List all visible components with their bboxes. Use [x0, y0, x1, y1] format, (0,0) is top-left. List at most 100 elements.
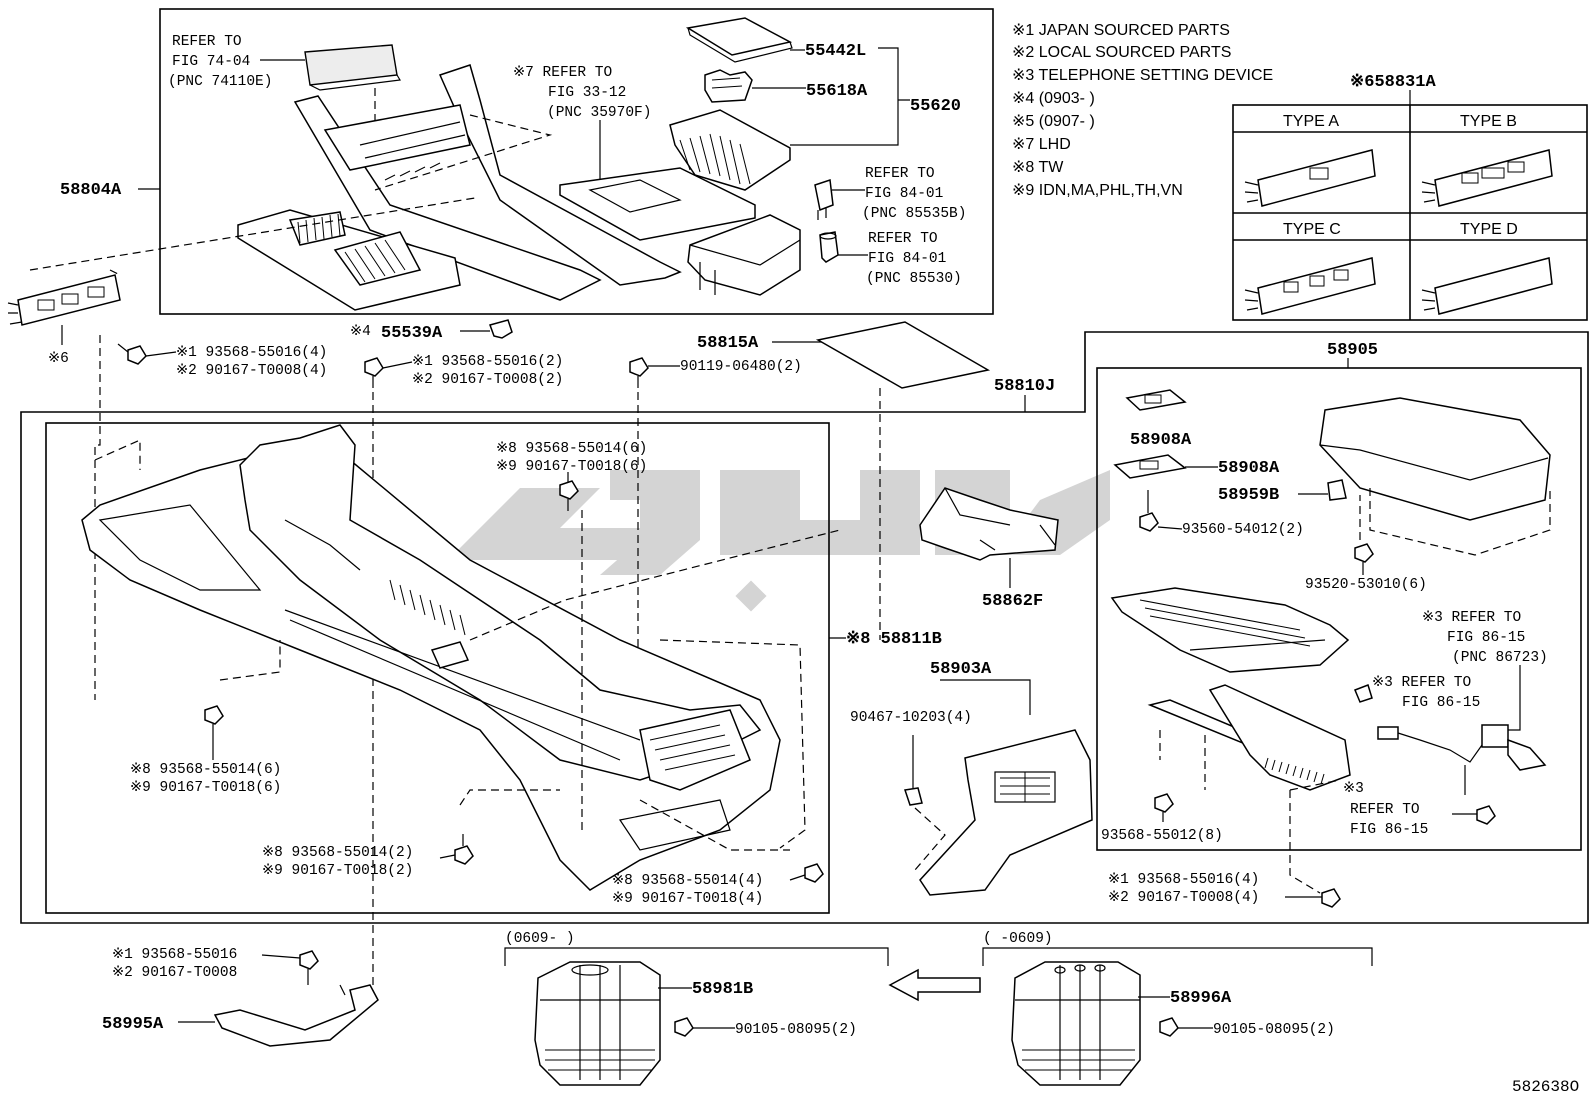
bolt-right-bottom-1: ※1 93568-55016(4) — [1108, 872, 1259, 888]
svg-text:(PNC 85530): (PNC 85530) — [866, 271, 962, 287]
screw-icon — [804, 863, 824, 883]
mat-58815a — [815, 321, 991, 389]
screw-icon — [117, 343, 147, 365]
socket-85535b-part — [814, 178, 834, 220]
arrow-left-icon — [888, 968, 981, 1002]
cup-holder-58981b — [534, 961, 661, 1086]
bolt-center-low-1: ※8 93568-55014(2) — [262, 845, 413, 861]
part-58996a: 58996A — [1170, 989, 1232, 1008]
screw-icon — [1476, 805, 1496, 825]
svg-text:FIG 33-12: FIG 33-12 — [548, 85, 626, 101]
bolt-bottom-left-1: ※1 93568-55016 — [112, 947, 237, 963]
armrest-bracket — [1147, 684, 1351, 791]
svg-text:※9 90167-T0018(6): ※9 90167-T0018(6) — [130, 780, 281, 796]
hinge-58908a-1 — [1125, 389, 1187, 411]
armrest-box — [1096, 367, 1582, 851]
switch-panel-type-b — [1421, 149, 1553, 207]
svg-text:REFER TO: REFER TO — [1350, 802, 1420, 818]
legend-item: ※1 JAPAN SOURCED PARTS — [1012, 22, 1230, 39]
svg-text:※9 90167-T0018(6): ※9 90167-T0018(6) — [496, 459, 647, 475]
refer-fig-74-04: REFER TO — [172, 34, 242, 50]
refer-fig-86-15-a: ※3 REFER TO — [1422, 610, 1521, 626]
clip-90467: 90467-10203(4) — [850, 710, 972, 726]
part-58981b: 58981B — [692, 980, 753, 999]
switch-panel-type-a — [1244, 149, 1376, 207]
svg-text:※9 90167-T0018(2): ※9 90167-T0018(2) — [262, 863, 413, 879]
screw-icon — [1139, 490, 1159, 532]
diagram-id: 582638O — [1512, 1078, 1579, 1096]
svg-text:FIG 86-15: FIG 86-15 — [1402, 695, 1480, 711]
svg-text:(PNC 74110E): (PNC 74110E) — [168, 74, 272, 90]
legend: ※1 JAPAN SOURCED PARTS ※2 LOCAL SOURCED … — [1012, 22, 1273, 199]
storage-box-part — [687, 214, 801, 296]
screw-icon — [364, 357, 384, 388]
armrest-lid — [1319, 397, 1551, 556]
svg-text:※2 90167-T0008(4): ※2 90167-T0008(4) — [176, 363, 327, 379]
part-58908a-2: 58908A — [1218, 459, 1280, 478]
box-55620-part — [669, 109, 791, 191]
svg-text:FIG 74-04: FIG 74-04 — [172, 54, 250, 70]
screw-icon — [1159, 1017, 1179, 1037]
legend-item: ※7 LHD — [1012, 136, 1071, 153]
clip-55539a — [489, 319, 513, 339]
refer-fig-33-12: ※7 REFER TO — [513, 65, 612, 81]
bolt-90105-b: 90105-08095(2) — [1213, 1022, 1335, 1038]
display-unit-part — [304, 44, 401, 136]
part-58903a: 58903A — [930, 660, 992, 679]
svg-text:FIG 84-01: FIG 84-01 — [865, 186, 943, 202]
svg-text:※2 90167-T0008(4): ※2 90167-T0008(4) — [1108, 890, 1259, 906]
screw-icon — [1321, 888, 1341, 908]
hinge-55618a-part — [704, 69, 753, 103]
screw-icon — [674, 1017, 694, 1037]
stopper-58959b — [1327, 479, 1347, 501]
svg-text:※2 90167-T0008(2): ※2 90167-T0008(2) — [412, 372, 563, 388]
console-panel-58804a-part — [293, 64, 682, 301]
bolt-mid-top-1: ※1 93568-55016(2) — [412, 354, 563, 370]
part-58862f: 58862F — [982, 592, 1043, 611]
part-58908a-1: 58908A — [1130, 431, 1192, 450]
legend-item: ※2 LOCAL SOURCED PARTS — [1012, 44, 1231, 61]
part-55620: 55620 — [910, 97, 961, 116]
range-old: ( -0609) — [983, 931, 1053, 947]
clip-icon — [1354, 684, 1373, 703]
screw-icon — [1354, 495, 1374, 575]
svg-text:(PNC 86723): (PNC 86723) — [1452, 650, 1548, 666]
bolt-center-top-1: ※8 93568-55014(6) — [496, 441, 647, 457]
part-58811b: ※8 58811B — [846, 630, 942, 649]
type-c-label: TYPE C — [1283, 221, 1341, 238]
variant-table-title: ※658831A — [1350, 73, 1436, 92]
refer-fig-86-15-c: ※3 — [1343, 781, 1364, 797]
bolt-93568-55012: 93568-55012(8) — [1101, 828, 1223, 844]
part-58810j: 58810J — [994, 377, 1055, 396]
phone-harness — [1377, 724, 1547, 795]
hinge-58908a-2 — [1113, 454, 1187, 479]
part-58804a: 58804A — [60, 181, 122, 200]
legend-item: ※5 (0907- ) — [1012, 113, 1095, 130]
screw-icon — [629, 357, 649, 388]
legend-item: ※3 TELEPHONE SETTING DEVICE — [1012, 67, 1273, 84]
bracket-58995a — [213, 984, 379, 1047]
cup-holder-58996a — [1011, 961, 1141, 1086]
bolt-93520: 93520-53010(6) — [1305, 577, 1427, 593]
note-6: ※6 — [48, 351, 69, 367]
part-58815a: 58815A — [697, 334, 759, 353]
note-4: ※4 — [350, 324, 371, 340]
refer-fig-84-01-b: REFER TO — [868, 231, 938, 247]
screw-icon — [299, 950, 319, 985]
svg-text:(PNC 85535B): (PNC 85535B) — [862, 206, 966, 222]
legend-item: ※8 TW — [1012, 159, 1064, 176]
part-55539a: 55539A — [381, 324, 443, 343]
console-body-58811b — [81, 424, 781, 891]
screw-icon — [559, 480, 579, 511]
svg-text:(PNC 35970F): (PNC 35970F) — [547, 105, 651, 121]
switch-panel-type-c — [1244, 257, 1376, 315]
switch-panel-58804a — [7, 197, 476, 345]
svg-text:FIG 86-15: FIG 86-15 — [1447, 630, 1525, 646]
bolt-left-mid-1: ※8 93568-55014(6) — [130, 762, 281, 778]
part-58905: 58905 — [1327, 341, 1378, 360]
type-b-label: TYPE B — [1460, 113, 1517, 130]
rear-vent-58903a — [914, 729, 1093, 896]
type-a-label: TYPE A — [1283, 113, 1339, 130]
range-new: (0609- ) — [505, 931, 575, 947]
